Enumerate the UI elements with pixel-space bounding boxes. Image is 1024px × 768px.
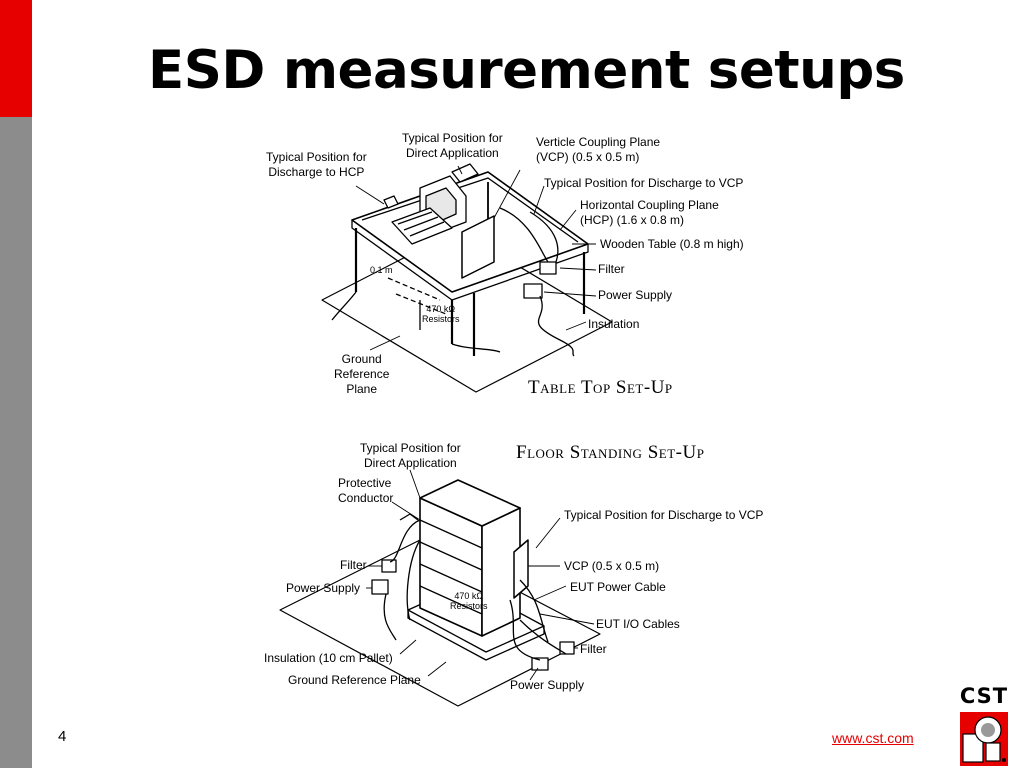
label-insulation-table: Insulation [588, 317, 640, 331]
table-power-box [523, 283, 543, 299]
logo-text: CST [959, 684, 1009, 708]
label-filter-floor-right: Filter [580, 642, 607, 656]
floor-power-box [371, 579, 389, 595]
table-filter-box [539, 261, 557, 275]
caption-floor-standing: Floor Standing Set-Up [516, 442, 705, 463]
table-vcp [461, 215, 495, 279]
label-discharge-vcp-floor: Typical Position for Discharge to VCP [564, 508, 764, 522]
page-number: 4 [58, 728, 67, 745]
floor-vcp [513, 539, 529, 599]
accent-bar-gray [0, 117, 32, 768]
label-filter-floor-left: Filter [340, 558, 367, 572]
label-distance: 0.1 m [370, 265, 393, 275]
label-wooden-table: Wooden Table (0.8 m high) [600, 237, 744, 251]
accent-bar-red [0, 0, 32, 117]
floor-ground-plane [279, 539, 601, 707]
website-link[interactable]: www.cst.com [832, 730, 914, 746]
cst-logo: CST [954, 684, 1014, 768]
label-ground-plane-floor: Ground Reference Plane [288, 673, 421, 687]
label-hcp: Horizontal Coupling Plane(HCP) (1.6 x 0.… [580, 198, 719, 227]
label-eut-power-cable: EUT Power Cable [570, 580, 666, 594]
label-power-supply-floor-left: Power Supply [286, 581, 361, 595]
slide-title: ESD measurement setups [148, 40, 905, 101]
caption-table-top: Table Top Set-Up [528, 377, 673, 398]
label-power-supply-table: Power Supply [598, 288, 673, 302]
label-filter-table: Filter [598, 262, 625, 276]
label-vcp-table: Verticle Coupling Plane(VCP) (0.5 x 0.5 … [536, 135, 661, 164]
label-vcp-floor: VCP (0.5 x 0.5 m) [564, 559, 660, 573]
floor-filter-box [381, 559, 397, 573]
floor-cabinet-top [419, 479, 521, 527]
floor-power-right-box [531, 657, 549, 671]
label-insulation-floor: Insulation (10 cm Pallet) [264, 651, 393, 665]
logo-mark-icon [960, 712, 1008, 766]
label-eut-io-cables: EUT I/O Cables [596, 617, 680, 631]
label-power-supply-floor-right: Power Supply [510, 678, 585, 692]
label-discharge-vcp-table: Typical Position for Discharge to VCP [544, 176, 744, 190]
